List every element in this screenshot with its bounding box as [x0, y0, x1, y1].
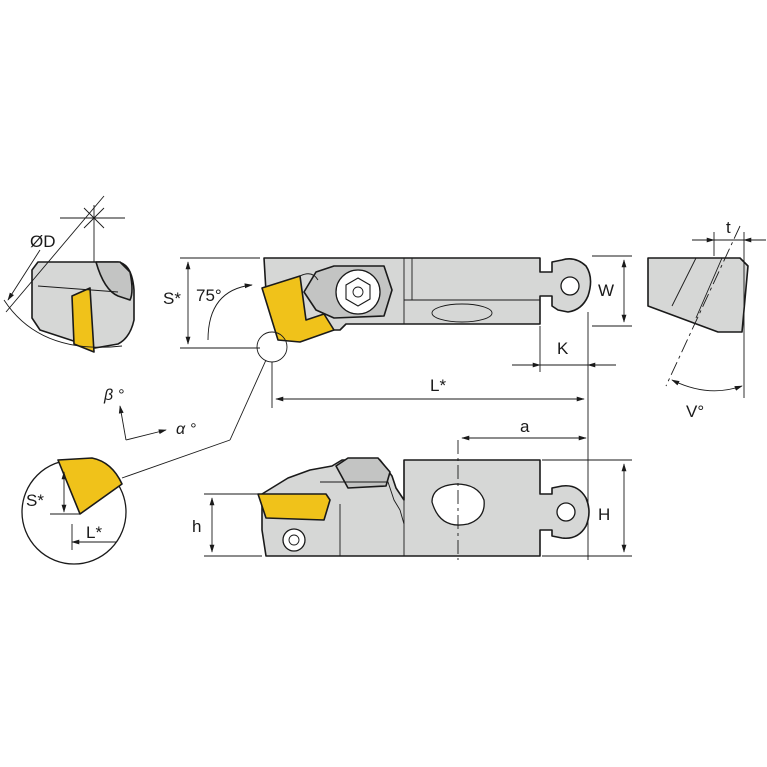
alpha-label: α °	[176, 421, 197, 438]
diameter-label: ØD	[30, 232, 56, 251]
detail-circle: S* L*	[21, 359, 267, 565]
w-label: W	[598, 281, 614, 300]
detail-l-star-label: L*	[86, 523, 102, 542]
top-view: S* 75° W K L*	[163, 255, 632, 560]
h-upper-label: H	[598, 505, 610, 524]
l-star-label: L*	[430, 376, 446, 395]
beta-label: β °	[103, 387, 125, 404]
v-deg-label: V°	[686, 402, 704, 421]
section-view: t V°	[647, 218, 766, 421]
s-star-label: S*	[163, 289, 181, 308]
h-label: h	[192, 517, 201, 536]
a-label: a	[520, 417, 530, 436]
end-view: ØD	[3, 195, 135, 353]
k-label: K	[557, 339, 569, 358]
angle-axes: β ° α °	[103, 387, 197, 441]
t-label: t	[726, 218, 731, 237]
detail-s-star-label: S*	[26, 491, 44, 510]
front-view: a h H	[192, 417, 632, 560]
angle-75-label: 75°	[196, 286, 222, 305]
